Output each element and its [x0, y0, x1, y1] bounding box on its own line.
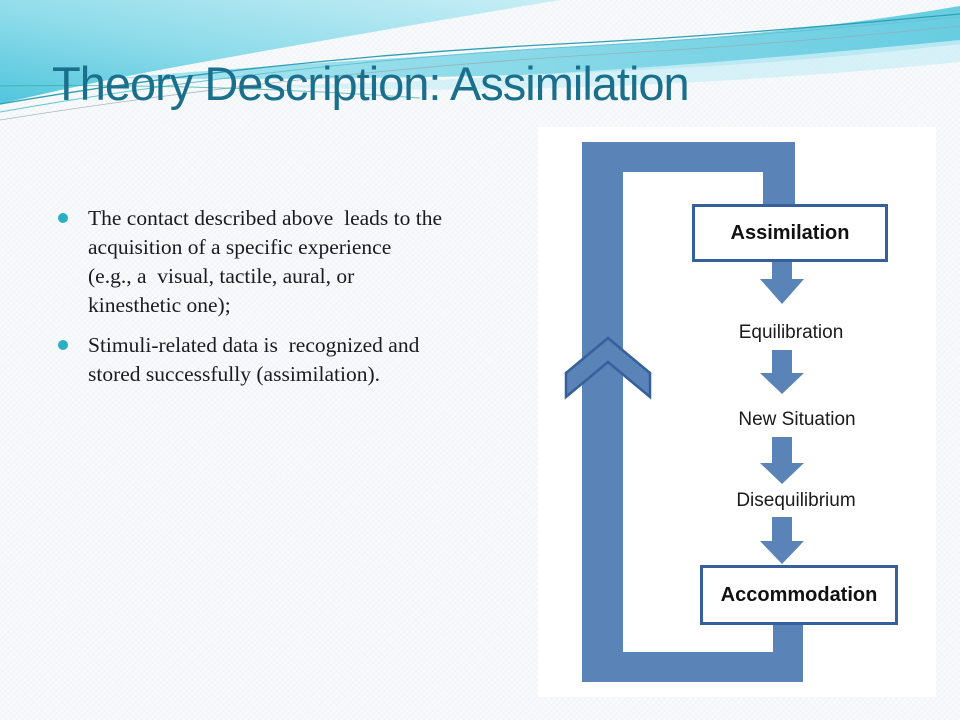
wave-main-mass: [0, 0, 560, 104]
cycle-loop-graphic: [564, 142, 804, 682]
loop-bottom-bar: [582, 652, 803, 682]
down-arrow-icon: [760, 437, 804, 484]
header-wave-decoration: [0, 0, 960, 121]
bullet-text-line: The contact described above leads to the: [88, 206, 443, 230]
down-arrow-icon: [760, 350, 804, 394]
down-arrow-icon: [760, 517, 804, 564]
assimilation-box-label: Assimilation: [730, 221, 850, 244]
wave-line-light: [0, 16, 960, 113]
loop-bottom-ascender: [773, 621, 803, 657]
up-chevron-icon: [564, 336, 652, 400]
new-situation-label: New Situation: [738, 409, 856, 430]
equilibration-label: Equilibration: [738, 322, 844, 343]
bullet-text-line: Stimuli-related data is recognized and: [88, 333, 420, 357]
bullet-item-2: Stimuli-related data is recognized and s…: [52, 331, 532, 389]
accommodation-box: Accommodation: [700, 565, 898, 625]
wave-line-teal: [0, 13, 960, 105]
disequilibrium-label: Disequilibrium: [736, 490, 856, 511]
bullet-text-line: (e.g., a visual, tactile, aural, or: [88, 264, 355, 288]
bullet-item-1: The contact described above leads to the…: [52, 204, 532, 320]
bullet-list: The contact described above leads to the…: [52, 204, 532, 400]
bullet-text-line: acquisition of a specific experience: [88, 235, 392, 259]
loop-top-descender: [763, 142, 795, 204]
accommodation-box-label: Accommodation: [720, 583, 878, 606]
wave-line-green: [0, 85, 421, 99]
wave-lower-fringe: [260, 40, 960, 90]
assimilation-cycle-diagram: Assimilation Equilibration New Situation…: [538, 127, 936, 697]
bullet-text-line: kinesthetic one);: [88, 293, 231, 317]
wave-line-gray: [0, 25, 960, 121]
loop-left-bar: [582, 142, 623, 682]
down-arrow-icon: [760, 260, 804, 304]
assimilation-box: Assimilation: [692, 204, 888, 262]
loop-top-bar: [582, 142, 795, 172]
bullet-dot-icon: [58, 213, 68, 223]
slide-title: Theory Description: Assimilation: [52, 57, 690, 110]
bullet-text-line: stored successfully (assimilation).: [88, 362, 380, 386]
bullet-dot-icon: [58, 340, 68, 350]
